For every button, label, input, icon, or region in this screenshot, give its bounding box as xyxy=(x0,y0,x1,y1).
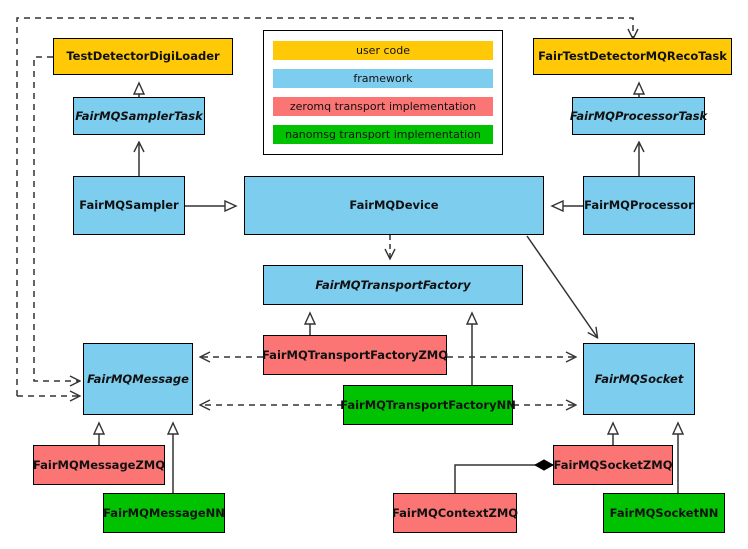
class-label: FairMQSamplerTask xyxy=(75,108,203,123)
legend-box: user code framework zeromq transport imp… xyxy=(263,30,503,155)
class-label: FairMQTransportFactory xyxy=(315,277,471,292)
edge-digiloader-left-route xyxy=(33,56,79,381)
class-box-fairmqmessagenn[interactable]: FairMQMessageNN xyxy=(103,493,225,533)
legend-label: zeromq transport implementation xyxy=(289,100,477,114)
class-box-fairmqtransportfactorynn[interactable]: FairMQTransportFactoryNN xyxy=(340,385,516,425)
class-box-fairmqdevice[interactable]: FairMQDevice xyxy=(244,176,544,235)
legend-label: user code xyxy=(355,43,411,57)
class-box-fairmqsocketnn[interactable]: FairMQSocketNN xyxy=(603,493,725,533)
class-label: FairMQSocket xyxy=(594,371,684,386)
class-box-fairmqtransportfactory[interactable]: FairMQTransportFactory xyxy=(263,265,523,305)
class-label: FairMQTransportFactoryZMQ xyxy=(262,347,449,362)
class-box-fairmqsocketzmq[interactable]: FairMQSocketZMQ xyxy=(553,445,673,485)
class-box-fairmqcontextzmq[interactable]: FairMQContextZMQ xyxy=(392,493,518,533)
class-box-fairmqsocket[interactable]: FairMQSocket xyxy=(583,343,695,415)
class-label: TestDetectorDigiLoader xyxy=(66,49,220,64)
class-label: FairTestDetectorMQRecoTask xyxy=(538,49,727,64)
class-box-fairmqtransportfactoryzmq[interactable]: FairMQTransportFactoryZMQ xyxy=(262,335,448,375)
class-label: FairMQMessage xyxy=(87,371,189,386)
edge-contextzmq-socketzmq xyxy=(454,465,553,493)
class-box-fairmqmessage[interactable]: FairMQMessage xyxy=(83,343,193,415)
class-label: FairMQSocketZMQ xyxy=(553,457,673,472)
class-label: FairMQDevice xyxy=(349,198,439,213)
edge-digiloader-to-recotask xyxy=(16,17,633,396)
class-box-fairmqsampler[interactable]: FairMQSampler xyxy=(73,176,185,235)
legend-item-nanomsg: nanomsg transport implementation xyxy=(273,125,493,145)
class-box-fairmqprocessor[interactable]: FairMQProcessor xyxy=(583,176,695,235)
class-label: FairMQContextZMQ xyxy=(391,505,519,520)
legend-item-user-code: user code xyxy=(273,40,493,60)
legend-item-framework: framework xyxy=(273,68,493,88)
legend-item-zeromq: zeromq transport implementation xyxy=(273,97,493,117)
edge-device-socket xyxy=(526,235,597,337)
legend-label: framework xyxy=(353,71,413,85)
class-label: FairMQMessageNN xyxy=(103,505,225,520)
class-box-testdetectordigiloader[interactable]: TestDetectorDigiLoader xyxy=(53,38,233,75)
class-label: FairMQProcessorTask xyxy=(569,108,708,123)
class-label: FairMQTransportFactoryNN xyxy=(340,397,516,412)
class-label: FairMQSampler xyxy=(79,198,179,213)
class-label: FairMQProcessor xyxy=(584,198,694,213)
class-label: FairMQSocketNN xyxy=(609,505,719,520)
class-box-fairmqsamplertask[interactable]: FairMQSamplerTask xyxy=(73,97,205,135)
legend-label: nanomsg transport implementation xyxy=(285,128,481,142)
class-label: FairMQMessageZMQ xyxy=(32,457,166,472)
class-box-fairtestdetectormqrecotask[interactable]: FairTestDetectorMQRecoTask xyxy=(533,38,732,75)
class-box-fairmqmessagezmq[interactable]: FairMQMessageZMQ xyxy=(33,445,165,485)
class-box-fairmqprocessortask[interactable]: FairMQProcessorTask xyxy=(570,97,707,135)
